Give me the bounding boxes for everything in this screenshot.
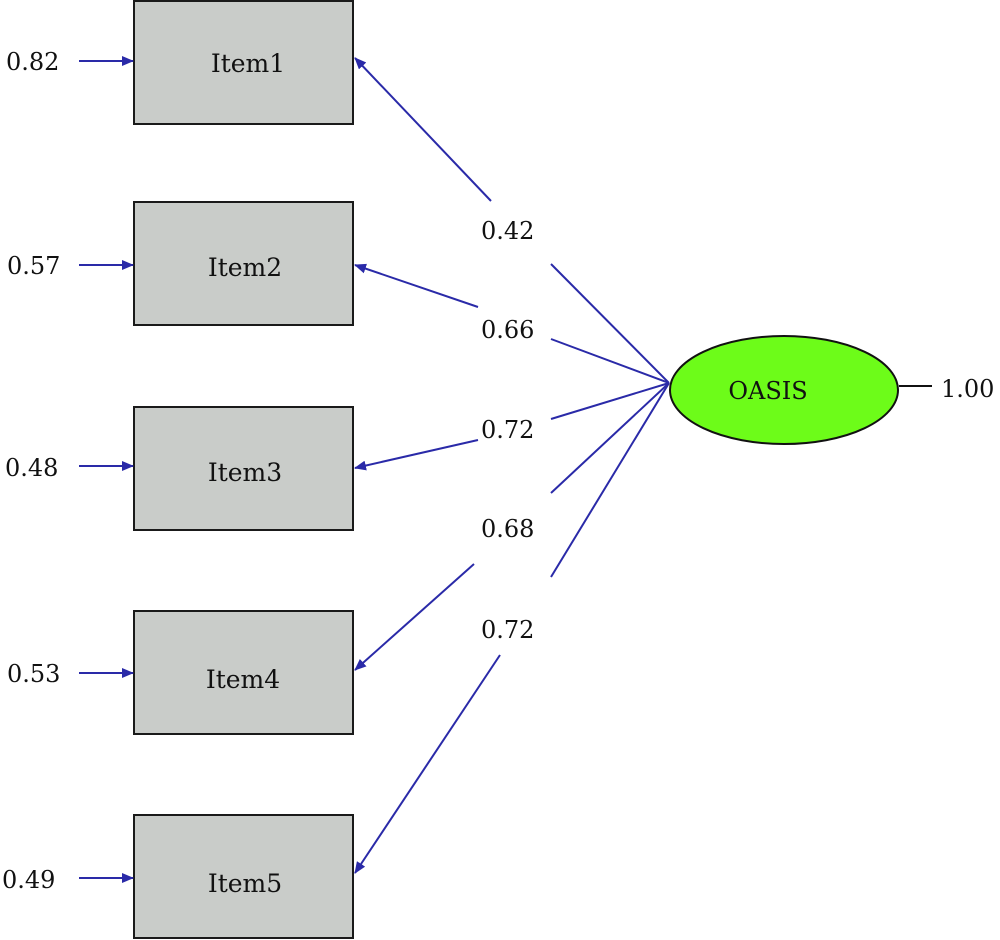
item-node-2: Item2 bbox=[133, 201, 354, 326]
latent-ellipse bbox=[669, 335, 899, 445]
loading-arrow-5 bbox=[354, 654, 501, 874]
item-box-2 bbox=[133, 201, 354, 326]
error-label-4: 0.53 bbox=[7, 660, 60, 688]
item-node-1: Item1 bbox=[133, 0, 354, 125]
loading-label-5: 0.72 bbox=[481, 616, 534, 644]
item-label-4: Item4 bbox=[206, 665, 280, 694]
latent-node: OASIS bbox=[669, 335, 899, 445]
item-label-2: Item2 bbox=[208, 253, 282, 282]
loading-label-3: 0.72 bbox=[481, 416, 534, 444]
error-label-3: 0.48 bbox=[5, 454, 58, 482]
item-box-4 bbox=[133, 610, 354, 735]
item-label-1: Item1 bbox=[211, 49, 285, 78]
loading-path-2-lower bbox=[550, 338, 670, 384]
item-label-5: Item5 bbox=[208, 869, 282, 898]
loading-arrow-1 bbox=[354, 57, 492, 202]
latent-variance-label: 1.00 bbox=[941, 375, 994, 403]
item-box-3 bbox=[133, 406, 354, 531]
loading-arrow-2 bbox=[354, 263, 479, 308]
loading-path-4-lower bbox=[550, 382, 670, 494]
loading-label-4: 0.68 bbox=[481, 515, 534, 543]
error-label-5: 0.49 bbox=[2, 866, 55, 894]
latent-label: OASIS bbox=[728, 377, 807, 405]
item-node-4: Item4 bbox=[133, 610, 354, 735]
loading-path-3-lower bbox=[550, 382, 670, 420]
item-node-5: Item5 bbox=[133, 814, 354, 939]
loading-label-2: 0.66 bbox=[481, 316, 534, 344]
item-box-5 bbox=[133, 814, 354, 939]
error-label-2: 0.57 bbox=[7, 252, 60, 280]
item-box-1 bbox=[133, 0, 354, 125]
item-node-3: Item3 bbox=[133, 406, 354, 531]
loading-path-1-lower bbox=[550, 263, 670, 384]
item-label-3: Item3 bbox=[208, 458, 282, 487]
error-label-1: 0.82 bbox=[6, 48, 59, 76]
loading-arrow-4 bbox=[354, 563, 475, 671]
loading-arrow-3 bbox=[354, 439, 479, 471]
loading-path-5-lower bbox=[550, 382, 670, 578]
loading-label-1: 0.42 bbox=[481, 217, 534, 245]
